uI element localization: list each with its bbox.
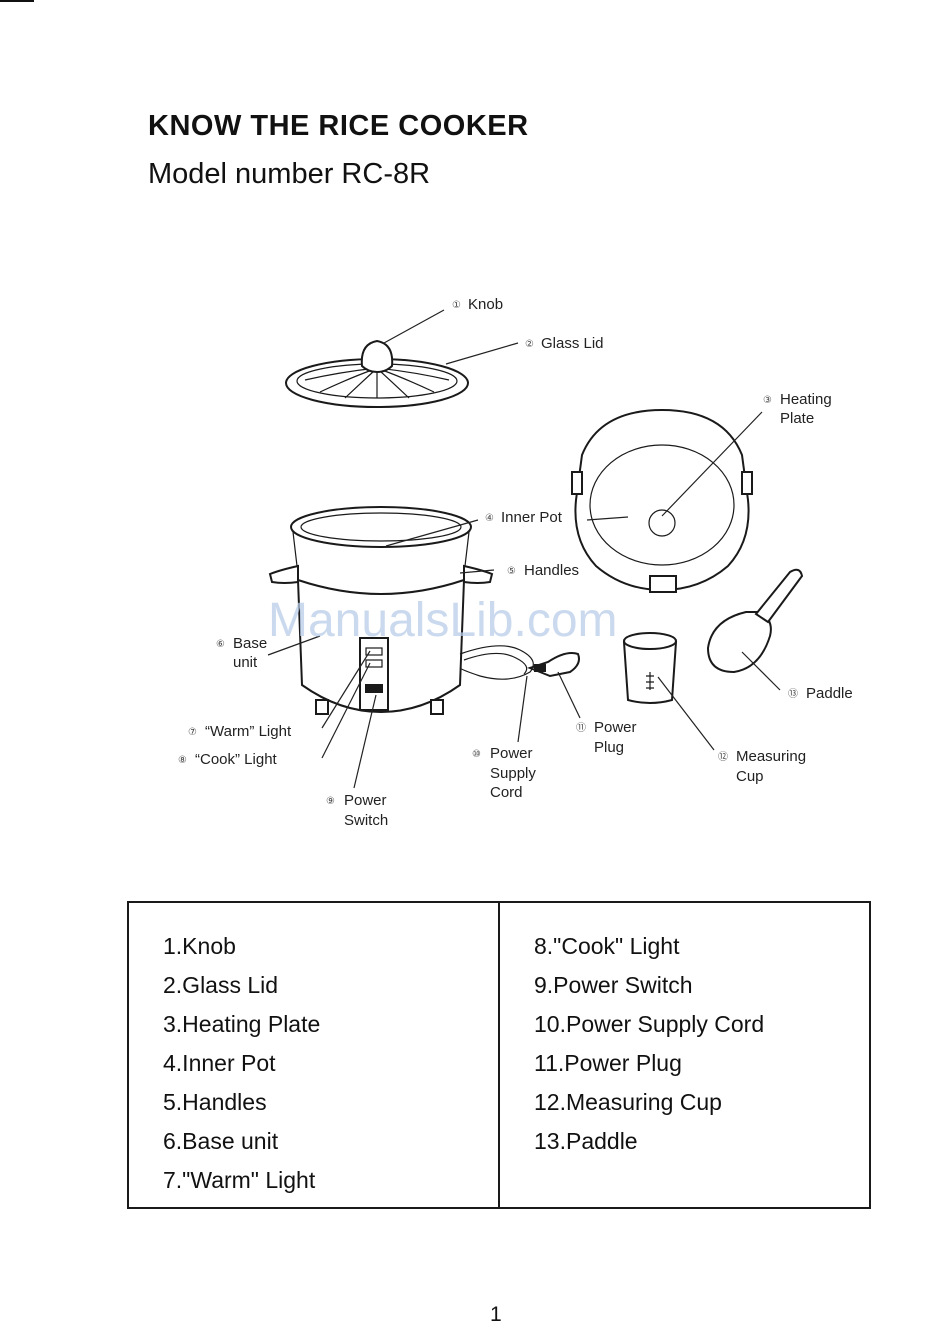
callout-text: Heating [780, 391, 832, 408]
parts-list-left-column: 1.Knob 2.Glass Lid 3.Heating Plate 4.Inn… [129, 903, 498, 1207]
watermark: ManualsLib.com [268, 594, 618, 647]
callout-number: ④ [485, 513, 494, 524]
callout-power-switch: ⑨ Power Switch [326, 792, 388, 829]
callout-text: Knob [468, 296, 503, 313]
paddle-illustration [706, 568, 804, 674]
part-item: 1.Knob [163, 933, 236, 959]
part-item: 4.Inner Pot [163, 1050, 276, 1076]
callout-text: Power [344, 792, 387, 809]
callout-power-supply-cord: ⑩ Power Supply Cord [472, 745, 536, 801]
leader-lines [267, 309, 781, 789]
callout-text: Base [233, 635, 267, 652]
callout-number: ⑤ [507, 566, 516, 577]
measuring-cup-illustration [622, 632, 678, 704]
callout-number: ⑬ [788, 688, 798, 700]
base-unit-illustration [268, 506, 494, 715]
callout-text: “Cook” Light [195, 751, 278, 768]
callout-text: Power [594, 719, 637, 736]
callout-number: ⑥ [216, 639, 225, 650]
rice-cooker-diagram: ① Knob ② Glass Lid ③ Heating Plate ④ Inn… [178, 296, 853, 829]
callout-text: Supply [490, 765, 536, 782]
callout-text: Switch [344, 812, 388, 829]
part-item: 5.Handles [163, 1089, 267, 1115]
callout-text: Cup [736, 768, 764, 785]
parts-list-right-column: 8."Cook" Light 9.Power Switch 10.Power S… [498, 903, 869, 1207]
callout-number: ⑫ [718, 751, 728, 763]
part-item: 12.Measuring Cup [534, 1089, 722, 1115]
callout-text: unit [233, 654, 258, 671]
callout-text: Inner Pot [501, 509, 563, 526]
corner-mark [0, 0, 34, 2]
callout-text: Plug [594, 739, 624, 756]
callout-text: Glass Lid [541, 335, 604, 352]
callout-number: ② [525, 339, 534, 350]
model-number: Model number RC-8R [148, 158, 431, 190]
callout-measuring-cup: ⑫ Measuring Cup [718, 748, 806, 785]
callout-number: ① [452, 300, 461, 311]
callout-number: ⑦ [188, 727, 197, 738]
part-item: 6.Base unit [163, 1128, 279, 1154]
part-item: 11.Power Plug [534, 1050, 682, 1076]
callout-text: “Warm” Light [205, 723, 292, 740]
callout-heating-plate: ③ Heating Plate [763, 391, 832, 427]
callout-number: ⑧ [178, 755, 187, 766]
callout-inner-pot: ④ Inner Pot [485, 509, 563, 526]
callout-number: ⑨ [326, 796, 335, 807]
part-item: 3.Heating Plate [163, 1011, 321, 1037]
callout-glass-lid: ② Glass Lid [525, 335, 604, 352]
part-item: 8."Cook" Light [534, 933, 680, 959]
callout-text: Measuring [736, 748, 806, 765]
callout-power-plug: ⑪ Power Plug [576, 719, 637, 756]
callout-base-unit: ⑥ Base unit [216, 635, 267, 671]
callout-knob: ① Knob [452, 296, 503, 313]
part-item: 10.Power Supply Cord [534, 1011, 765, 1037]
power-cord-illustration [459, 645, 580, 680]
callout-text: Plate [780, 410, 814, 427]
callout-number: ⑪ [576, 722, 586, 734]
callout-cook-light: ⑧ “Cook” Light [178, 751, 278, 768]
page-title: KNOW THE RICE COOKER [148, 110, 529, 142]
callout-text: Cord [490, 784, 523, 801]
glass-lid-illustration [285, 339, 469, 408]
callout-number: ③ [763, 395, 772, 406]
callout-number: ⑩ [472, 749, 481, 760]
callout-paddle: ⑬ Paddle [788, 685, 853, 702]
part-item: 7."Warm" Light [163, 1167, 316, 1193]
callout-text: Power [490, 745, 533, 762]
callout-warm-light: ⑦ “Warm” Light [188, 723, 292, 740]
callout-text: Handles [524, 562, 579, 579]
callout-text: Paddle [806, 685, 853, 702]
part-item: 9.Power Switch [534, 972, 693, 998]
callout-handles: ⑤ Handles [507, 562, 579, 579]
inner-pot-illustration [571, 408, 753, 593]
page-number: 1 [490, 1303, 502, 1326]
part-item: 13.Paddle [534, 1128, 638, 1154]
part-item: 2.Glass Lid [163, 972, 279, 998]
parts-list-table: 1.Knob 2.Glass Lid 3.Heating Plate 4.Inn… [127, 901, 871, 1209]
